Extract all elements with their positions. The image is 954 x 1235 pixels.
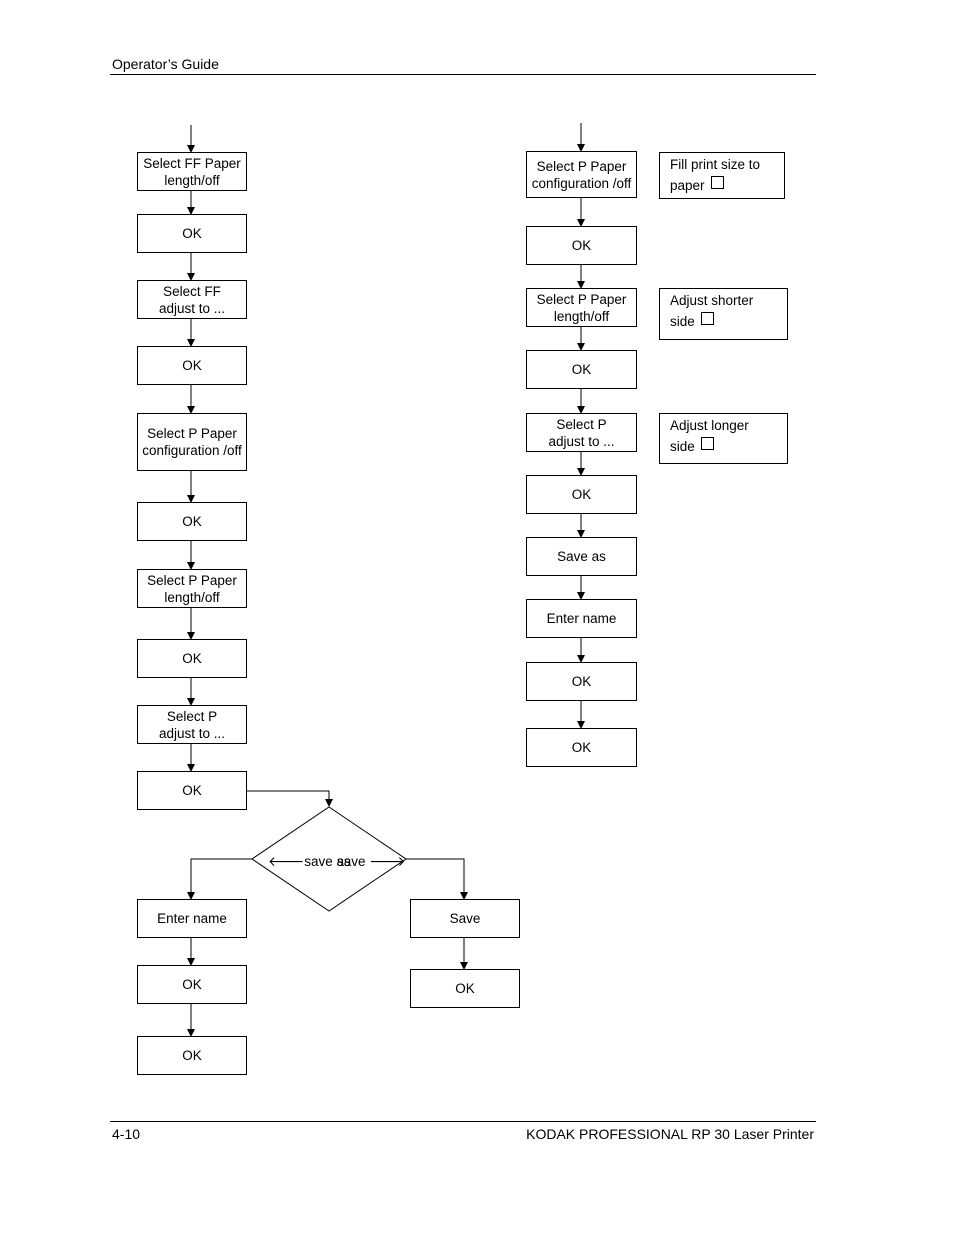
- note-line: paper: [670, 178, 705, 193]
- step-ok: OK: [137, 502, 247, 541]
- step-ok: OK: [137, 1036, 247, 1075]
- checkbox-icon: [700, 312, 714, 325]
- decision-left-label: 🡐save as: [268, 854, 351, 869]
- step-save: Save: [410, 899, 520, 938]
- step-ok: OK: [137, 639, 247, 678]
- header-rule: [110, 74, 816, 75]
- step-ok: OK: [137, 346, 247, 385]
- step-ok: OK: [526, 350, 637, 389]
- note-line: Adjust shorter: [670, 293, 754, 308]
- arrow-save-branch: [406, 858, 468, 900]
- header-title: Operator’s Guide: [112, 56, 219, 72]
- footer-page-number: 4-10: [112, 1126, 141, 1142]
- note-line: Adjust longer: [670, 418, 749, 433]
- step-ok: OK: [526, 662, 637, 701]
- step-ok: OK: [526, 475, 637, 514]
- step-ok: OK: [526, 728, 637, 767]
- step-select-p-paper-length: Select P Paper length/off: [526, 288, 637, 327]
- step-select-p-paper-config: Select P Paper configuration /off: [137, 413, 247, 471]
- decision-right-label: save 🡒: [337, 854, 406, 869]
- decision-diamond: [251, 806, 407, 912]
- step-select-p-adjust: Select P adjust to ...: [526, 413, 637, 452]
- step-select-p-adjust: Select P adjust to ...: [137, 705, 247, 744]
- step-ok: OK: [137, 214, 247, 253]
- checkbox-icon: [700, 437, 714, 450]
- note-line: side: [670, 439, 695, 454]
- step-enter-name: Enter name: [526, 599, 637, 638]
- note-adjust-longer-side: Adjust longer side: [659, 413, 788, 464]
- step-select-ff-adjust: Select FF adjust to ...: [137, 280, 247, 319]
- step-ok: OK: [410, 969, 520, 1008]
- step-enter-name: Enter name: [137, 899, 247, 938]
- step-ok: OK: [526, 226, 637, 265]
- step-select-p-paper-config: Select P Paper configuration /off: [526, 151, 637, 198]
- step-ok: OK: [137, 771, 247, 810]
- arrow-save-as-branch: [187, 858, 252, 900]
- step-save-as: Save as: [526, 537, 637, 576]
- note-fill-print-size: Fill print size to paper: [659, 152, 785, 199]
- footer-product: KODAK PROFESSIONAL RP 30 Laser Printer: [526, 1126, 814, 1142]
- note-line: Fill print size to: [670, 157, 761, 172]
- note-line: side: [670, 314, 695, 329]
- note-adjust-shorter-side: Adjust shorter side: [659, 288, 788, 340]
- step-select-ff-paper-length: Select FF Paper length/off: [137, 152, 247, 191]
- arrow-to-decision: [247, 790, 333, 807]
- checkbox-icon: [710, 176, 724, 189]
- footer-rule: [110, 1121, 816, 1122]
- step-ok: OK: [137, 965, 247, 1004]
- step-select-p-paper-length: Select P Paper length/off: [137, 569, 247, 608]
